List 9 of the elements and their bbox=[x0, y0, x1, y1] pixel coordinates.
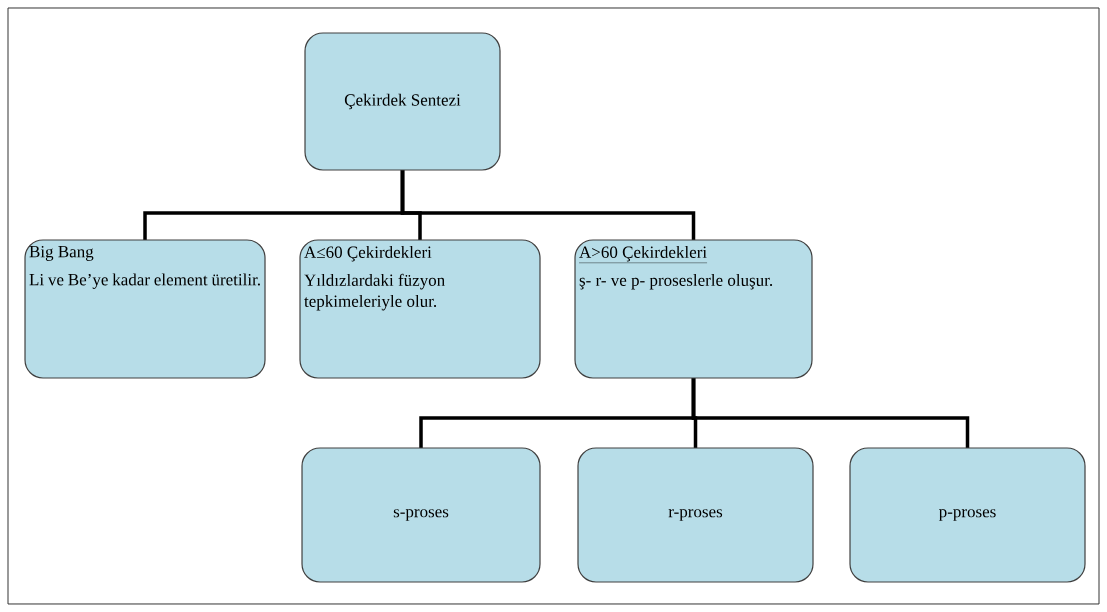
process-box: p-proses bbox=[849, 447, 1086, 583]
connector bbox=[400, 170, 696, 240]
connector bbox=[691, 378, 970, 448]
info-box: A>60 Çekirdekleri ş- r- ve p- proseslerle oluşur. bbox=[574, 239, 813, 379]
info-box: Big Bang Li ve Be’ye kadar element üretilir. bbox=[24, 239, 266, 379]
info-box: A≤60 Çekirdekleri Yıldızlardaki füzyon tepkimeleriyle olur. bbox=[299, 239, 541, 379]
process-box: r-proses bbox=[577, 447, 814, 583]
process-box: s-proses bbox=[301, 447, 541, 583]
process-box: Çekirdek Sentezi bbox=[304, 32, 501, 171]
